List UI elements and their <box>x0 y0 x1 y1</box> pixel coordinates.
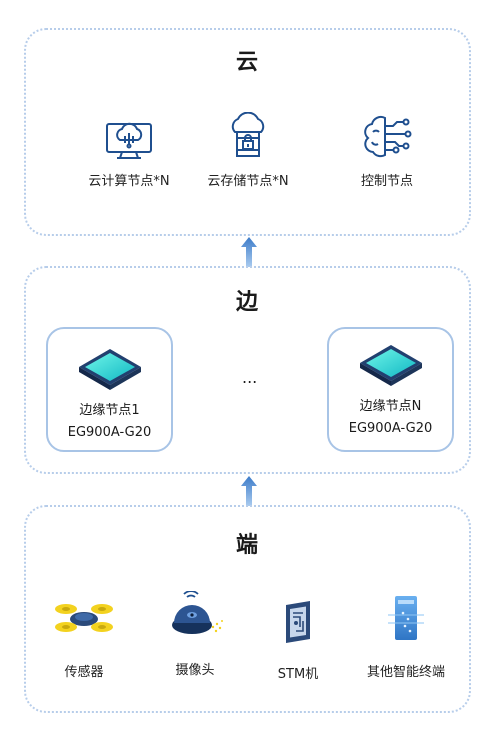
edge-chip-icon <box>78 349 141 390</box>
drone-sensor-icon <box>55 604 113 632</box>
camera-label: 摄像头 <box>175 663 215 678</box>
edge-node-1-name: 边缘节点1 <box>79 403 140 418</box>
edge-layer-panel: 边 边缘节点1 EG900A-G20 ... <box>24 266 471 474</box>
cloud-circuit-control-icon <box>364 115 412 158</box>
cloud-computing-monitor-icon <box>106 122 152 159</box>
edge-node-1-card: 边缘节点1 EG900A-G20 <box>46 327 173 452</box>
end-layer-panel: 端 传感器 摄像头 <box>24 505 471 713</box>
cloud-computing-node: 云计算节点*N <box>74 112 184 189</box>
edge-ellipsis: ... <box>242 368 258 387</box>
cloud-storage-lock-icon <box>231 112 265 157</box>
end-layer-title: 端 <box>235 533 259 558</box>
smart-terminal-label: 其他智能终端 <box>366 665 445 680</box>
camera-device-icon <box>172 591 223 634</box>
stm-label: STM机 <box>277 667 319 682</box>
edge-node-n-card: 边缘节点N EG900A-G20 <box>327 327 454 452</box>
cloud-computing-label: 云计算节点*N <box>88 174 170 189</box>
cloud-storage-label: 云存储节点*N <box>207 174 289 189</box>
sensor-device: 传感器 <box>29 597 139 680</box>
edge-chip-icon <box>359 345 422 386</box>
edge-node-n-name: 边缘节点N <box>359 399 422 414</box>
up-arrow-edge-to-cloud <box>241 237 257 267</box>
control-node: 控制节点 <box>332 112 442 189</box>
up-arrow-end-to-edge <box>241 476 257 506</box>
cloud-layer-panel: 云 云计算节点*N 云存储节点*N 控制节点 <box>24 28 471 236</box>
edge-node-1-model: EG900A-G20 <box>67 425 152 440</box>
control-node-label: 控制节点 <box>360 174 413 189</box>
edge-node-n-model: EG900A-G20 <box>348 421 433 436</box>
smart-terminal-icon <box>388 596 424 640</box>
stm-device: STM机 <box>243 599 353 682</box>
stm-chip-icon <box>286 601 310 643</box>
sensor-label: 传感器 <box>64 665 104 680</box>
cloud-layer-title: 云 <box>235 50 259 75</box>
smart-terminal-device: 其他智能终端 <box>351 593 461 680</box>
camera-device: 摄像头 <box>140 591 250 678</box>
cloud-storage-node: 云存储节点*N <box>193 112 303 189</box>
edge-layer-title: 边 <box>235 290 259 315</box>
